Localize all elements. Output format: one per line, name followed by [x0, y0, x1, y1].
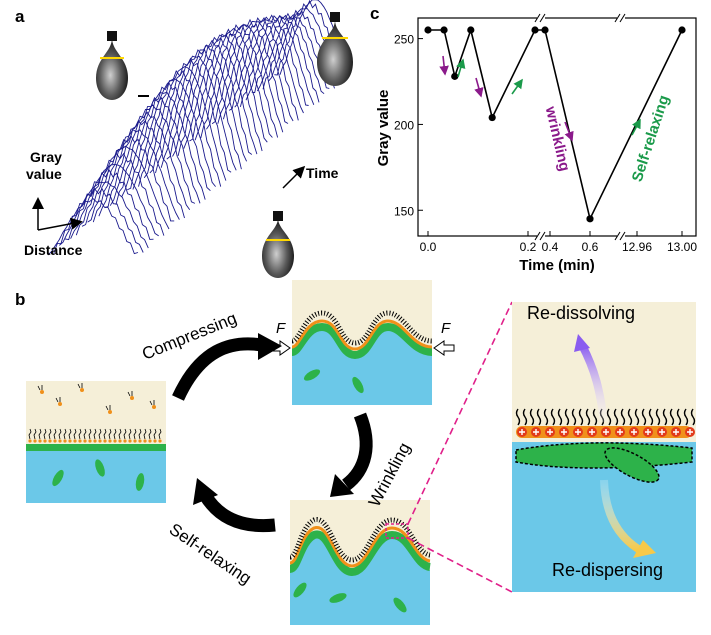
wrinkled-panel	[288, 500, 432, 625]
x-tick-label: 12.96	[622, 240, 652, 254]
scale-bar	[138, 95, 149, 97]
zoom-connector-bottom	[407, 537, 513, 593]
label-self-relaxing: Self-relaxing	[166, 520, 255, 589]
waterfall-trace	[115, 96, 201, 205]
plot-frame	[417, 17, 697, 237]
time-arrow	[282, 165, 306, 189]
waterfall-trace	[109, 104, 196, 206]
waterfall-trace	[121, 91, 206, 200]
data-point	[488, 113, 496, 122]
waterfall-trace	[228, 16, 304, 114]
data-point	[467, 26, 475, 34]
y-axis-label: Gray value	[375, 90, 392, 167]
x-axis-label-distance: Distance	[24, 242, 83, 258]
waterfall-trace	[47, 197, 139, 256]
waterfall-trace	[81, 145, 170, 230]
waterfall-trace	[234, 14, 309, 108]
x-tick-label: 0.4	[542, 240, 559, 254]
waterfall-trace	[149, 57, 232, 174]
y-axis-label-value: value	[26, 166, 62, 182]
waterfall-trace	[239, 15, 315, 108]
droplet-image-2	[317, 12, 353, 86]
relax-arrow-2	[511, 78, 523, 95]
x-axis-label: Time (min)	[519, 257, 595, 274]
wrinkle-arrow-2	[474, 77, 484, 98]
waterfall-trace	[251, 12, 325, 95]
cycle-arrow-wrinkle	[341, 412, 373, 491]
waterfall-trace	[160, 49, 242, 170]
compressed-panel	[290, 280, 433, 405]
panel-letter-a: a	[15, 7, 25, 26]
waterfall-trace	[194, 27, 273, 141]
waterfall-trace	[64, 169, 154, 241]
data-point	[541, 26, 549, 34]
label-compressing: Compressing	[139, 309, 239, 364]
annotation-wrinkling: wrinkling	[541, 104, 573, 173]
waterfall-trace	[217, 20, 294, 124]
x-tick-label: 0.0	[420, 240, 437, 254]
relax-arrow-3	[631, 118, 641, 136]
x-tick-label: 0.6	[582, 240, 599, 254]
axis-break-2	[614, 13, 626, 241]
relax-arrow-1	[456, 58, 466, 78]
y-ticks: 150 200 250	[394, 33, 423, 218]
waterfall-plot	[47, 0, 351, 256]
x-tick-label: 13.00	[667, 240, 697, 254]
wrinkle-arrow-1	[439, 55, 449, 76]
force-arrow-right	[433, 340, 455, 356]
waterfall-trace	[104, 111, 191, 210]
flat-interface-panel	[26, 381, 166, 503]
droplet-image-3	[262, 211, 294, 278]
waterfall-trace	[166, 44, 248, 162]
waterfall-trace	[155, 55, 237, 174]
waterfall-trace	[211, 18, 289, 125]
force-label-right: F	[441, 320, 451, 337]
data-point	[586, 215, 594, 223]
force-label-left: F	[276, 320, 286, 337]
droplet-image-1	[96, 31, 128, 100]
y-tick-label: 150	[394, 204, 414, 218]
data-point	[451, 72, 459, 80]
x-ticks: 0.0 0.2 0.4 0.6 12.96 13.00	[420, 231, 697, 254]
axis-break-1	[534, 13, 546, 241]
y-tick-label: 250	[394, 33, 414, 47]
data-point	[531, 26, 539, 34]
data-point	[440, 26, 448, 34]
panel-letter-c: c	[370, 4, 379, 23]
panel-letter-b: b	[15, 290, 25, 309]
x-axis-arrow	[37, 217, 83, 231]
zoom-panel	[512, 302, 696, 592]
waterfall-trace	[200, 24, 279, 139]
y-tick-label: 200	[394, 118, 414, 132]
waterfall-trace	[53, 187, 144, 254]
panel-c: c 150 200 250 0.0 0.2 0.4 0.6 12.96 13.00 Gray …	[370, 4, 697, 274]
data-point	[678, 26, 686, 34]
panel-a: a Gray value Distance Time	[15, 0, 353, 278]
cycle-arrow-relax	[199, 491, 276, 533]
x-tick-label: 0.2	[520, 240, 537, 254]
label-re-dissolving: Re-dissolving	[527, 303, 635, 323]
zoom-connector-top	[407, 301, 513, 525]
waterfall-trace	[183, 34, 263, 152]
wrinkle-arrow-3	[564, 121, 574, 142]
y-axis-label-gray: Gray	[30, 149, 62, 165]
time-label: Time	[306, 165, 339, 181]
waterfall-trace	[98, 120, 185, 219]
waterfall-trace	[92, 128, 180, 223]
waterfall-trace	[132, 78, 216, 190]
panel-b: b F F	[15, 280, 696, 625]
series-points	[424, 26, 686, 223]
label-re-dispersing: Re-dispersing	[552, 560, 663, 580]
waterfall-trace	[172, 39, 253, 157]
waterfall-trace	[245, 14, 320, 103]
waterfall-trace	[143, 65, 227, 181]
cycle-arrow-compress	[172, 337, 264, 401]
annotation-self-relaxing: Self-relaxing	[629, 93, 673, 184]
data-point	[424, 26, 432, 34]
waterfall-trace	[177, 36, 258, 157]
waterfall-trace	[189, 28, 268, 143]
waterfall-trace	[222, 16, 299, 121]
